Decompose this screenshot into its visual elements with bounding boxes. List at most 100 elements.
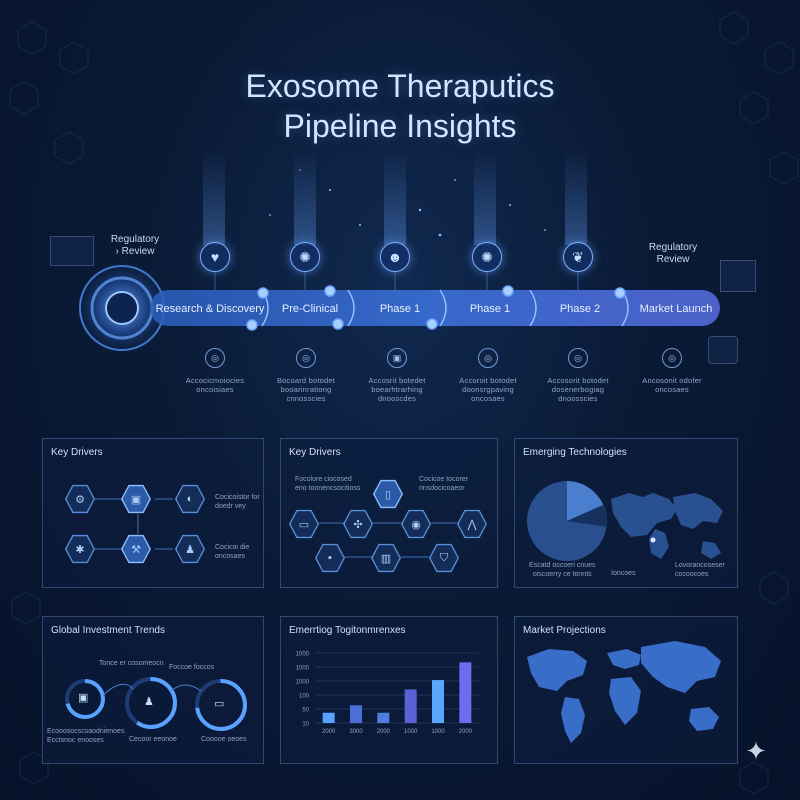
panel-global-investment: Global Investment Trends ▣ ♟ ▭ Tonce er …	[42, 616, 264, 764]
monitor-icon: ▣	[121, 484, 151, 514]
bar	[322, 712, 335, 723]
stage-sub-icon: ◎	[205, 348, 225, 368]
pipeline-track	[72, 258, 720, 358]
stage-sub-line: dnoosscies	[558, 394, 598, 403]
world-map	[527, 641, 721, 743]
ship-icon	[720, 260, 756, 292]
note-line: oncosaes	[215, 553, 245, 560]
stage-label-phase2[interactable]: Phase 2	[559, 303, 601, 315]
note-line: Ecctsnoc enooses	[47, 737, 104, 744]
stage-sub-line: oncoisiaes	[196, 385, 234, 394]
bar	[432, 680, 444, 723]
y-tick-label: 100	[299, 694, 310, 700]
stage-label-research[interactable]: Research & Discovery	[155, 303, 265, 315]
x-tick-label: 1000	[431, 729, 445, 735]
panel-note: Cocicoe tocorer rinsdocicoaeor	[419, 475, 468, 493]
page-title: Exosome Theraputics Pipeline Insights	[0, 66, 800, 146]
y-tick-label: 10	[302, 722, 309, 728]
gauge-icon: ▣	[78, 692, 89, 704]
stage-sub-line: oncosaes	[471, 394, 505, 403]
y-tick-label: 1000	[296, 680, 310, 686]
panel-emerging-technologies: Emerging Technologies Escatd oscoeri cnu…	[514, 438, 738, 588]
gear-icon: ⚙	[65, 484, 95, 514]
title-line-2: Pipeline Insights	[283, 108, 517, 144]
panel-note: Escatd oscoeri cnues oiscoerry ce tonnts	[529, 561, 596, 579]
gauge-icon: ▭	[214, 698, 225, 710]
stage-sub-text: Accosorit botodet dosenerbogiag dnoossci…	[528, 376, 628, 403]
shield-badge-icon	[708, 336, 738, 364]
note-line: rinsdocicoaeor	[419, 485, 465, 492]
panel-key-drivers-2: Key Drivers Focolore ciocosed eno toonen…	[280, 438, 498, 588]
panel-title: Key Drivers	[51, 447, 103, 458]
head-icon: ☻	[380, 242, 410, 272]
panel-key-drivers-1: Key Drivers ⚙ ▣ ◐ ✱ ⚒ ♟ Cocicoistor for …	[42, 438, 264, 588]
stage-sub-icon: ▣	[387, 348, 407, 368]
bar	[350, 705, 362, 723]
panel-title: Emerging Technologies	[523, 447, 627, 458]
stage-sub-icon: ◎	[296, 348, 316, 368]
bar	[404, 689, 417, 723]
panel-note: Ioncoes	[611, 569, 636, 578]
panel-title: Market Projections	[523, 625, 606, 636]
gauge-icon: ◐	[175, 484, 205, 514]
panel-note: Cocicoi die oncosaes	[215, 543, 249, 561]
x-tick-label: 2000	[377, 729, 391, 735]
stage-sub-line: Bocoard botodet	[276, 376, 336, 385]
pie-and-map	[527, 481, 723, 561]
stage-sub-text: Ancosonit odofer oncosaes	[622, 376, 722, 394]
bar-chart: 1000 1000 1000 100 50 10 2000 3000 2000 1000 1000 2…	[296, 652, 479, 735]
stage-sub-text: Accosrit botedet boearhtrarhing dnooscde…	[347, 376, 447, 403]
note-line: cocoocoes	[675, 571, 709, 578]
x-tick-label: 3000	[349, 729, 363, 735]
note-line: oiscoerry ce tonnts	[532, 571, 592, 578]
note-line: Ecooosocscsaodnienoes	[47, 728, 125, 735]
stage-label-phase1-b[interactable]: Phase 1	[469, 303, 511, 315]
panel-title: Key Drivers	[289, 447, 341, 458]
stage-sub-icon: ◎	[662, 348, 682, 368]
stage-sub-line: Ancosonit odofer	[642, 376, 702, 385]
note-line: Cocicoistor for	[215, 494, 260, 501]
y-tick-label: 1000	[296, 666, 310, 672]
stage-sub-line: oncosaes	[655, 385, 689, 394]
note-line: Ioncoes	[611, 570, 636, 577]
stage-sub-line: cnnosscies	[286, 394, 326, 403]
x-tick-label: 2000	[459, 729, 473, 735]
stage-sub-text: Accocicmoiocies oncoisiaes	[165, 376, 265, 394]
stage-sub-line: Accosorit botodet	[547, 376, 609, 385]
stage-sub-text: Accoroit botodet doonsrgpaving oncosaes	[438, 376, 538, 403]
stage-label-preclinical[interactable]: Pre-Clinical	[281, 303, 339, 315]
panel-note: Foccoe foccos	[169, 664, 215, 671]
panel-note: Lovorancoseser cocoocoes	[675, 561, 725, 579]
stage-label-market-launch[interactable]: Market Launch	[639, 303, 713, 315]
x-tick-label: 2000	[322, 729, 336, 735]
panel-title: Global Investment Trends	[51, 625, 165, 636]
panel-note: Tonce er cosomeocn	[99, 660, 164, 667]
heart-map-icon: ♥	[200, 242, 230, 272]
bar	[459, 662, 472, 723]
panel-note: Ecooosocscsaodnienoes Ecctsnoc enooses	[47, 727, 124, 745]
regulatory-right-line1: Regulatory	[648, 242, 698, 253]
gauge-icon: ♟	[144, 696, 154, 708]
organ-icon: ❦	[563, 242, 593, 272]
note-line: eno toonencsocitioss	[295, 485, 361, 492]
stage-label-phase1-a[interactable]: Phase 1	[379, 303, 421, 315]
x-tick-label: 1000	[404, 729, 418, 735]
note-line: doedr vey	[215, 503, 246, 510]
note-line: Cocicoe tocorer	[419, 476, 469, 483]
regulatory-left-line2: › Review	[115, 246, 155, 257]
stage-sub-line: Accocicmoiocies	[185, 376, 245, 385]
note-line: Lovorancoseser	[675, 562, 725, 569]
y-tick-label: 1000	[296, 652, 310, 658]
y-tick-label: 50	[302, 708, 309, 714]
regulatory-left-line1: Regulatory	[110, 234, 160, 245]
regulatory-right-line2: Review	[656, 254, 690, 265]
regulatory-review-right: Regulatory Review	[638, 242, 708, 266]
stage-sub-line: booarinrationg	[280, 385, 332, 394]
stage-sub-line: doonsrgpaving	[462, 385, 514, 394]
note-line: Focolore ciocosed	[295, 476, 352, 483]
connector-lines	[95, 498, 173, 550]
light-beams	[203, 150, 587, 245]
stage-sub-line: Accoroit botodet	[459, 376, 517, 385]
panel-note: Cocicoistor for doedr vey	[215, 493, 260, 511]
